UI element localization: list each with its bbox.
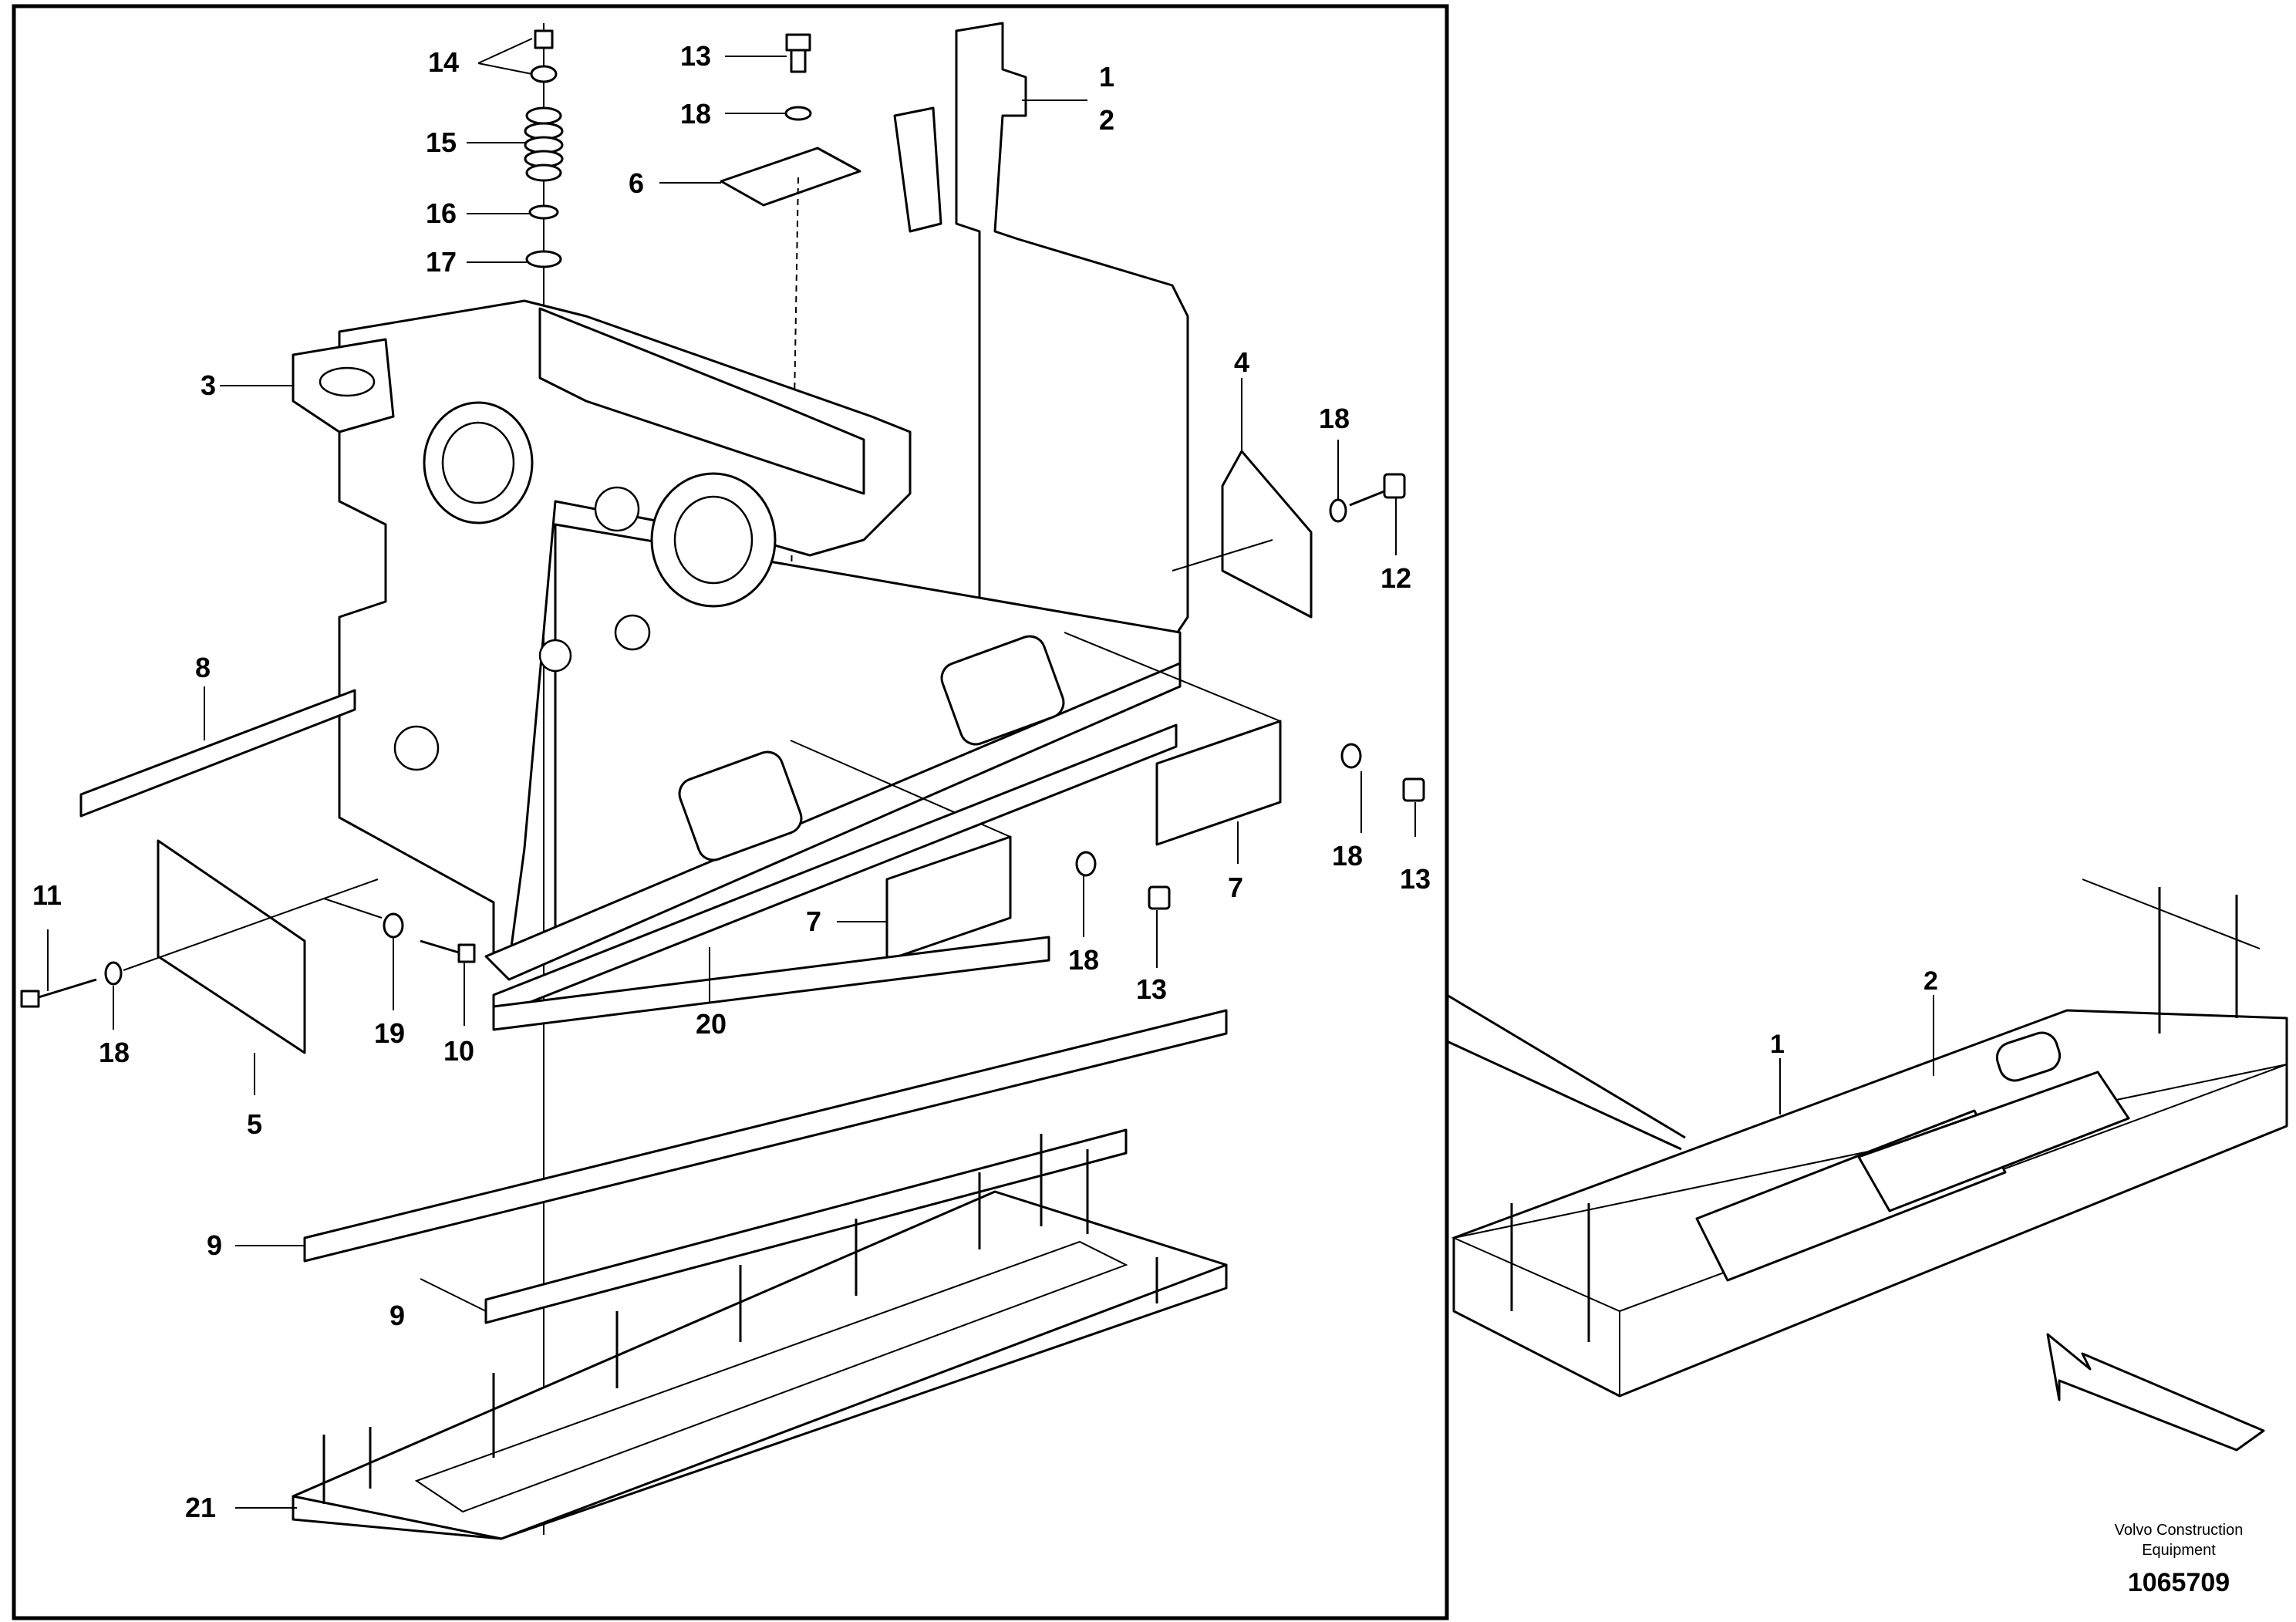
callout-5: 5 xyxy=(247,1108,262,1140)
callout-16: 16 xyxy=(426,197,457,229)
footer: Volvo Construction Equipment 1065709 xyxy=(2115,1522,2244,1597)
callout-9-upper: 9 xyxy=(207,1229,222,1261)
callout-3: 3 xyxy=(201,369,216,401)
callout-18-upper-right: 18 xyxy=(1332,840,1363,872)
fastener-stack xyxy=(524,29,564,268)
right-bolt xyxy=(1329,473,1406,523)
seal-strip-9-upper xyxy=(303,1009,1228,1263)
callout-21: 21 xyxy=(185,1492,216,1523)
drawing-number: 1065709 xyxy=(2128,1568,2230,1597)
callout-12: 12 xyxy=(1381,562,1411,594)
view-direction-arrow xyxy=(2046,1333,2265,1452)
callout-13-top: 13 xyxy=(680,40,711,72)
seal-strip-9-lower xyxy=(484,1128,1128,1324)
side-cover-plate xyxy=(157,839,306,1054)
main-view-frame xyxy=(12,4,1449,1620)
callout-15: 15 xyxy=(426,126,457,158)
callout-7-lower: 7 xyxy=(806,905,821,937)
mounting-bracket xyxy=(1221,450,1313,619)
callout-14: 14 xyxy=(428,46,459,78)
inset-callout-1: 1 xyxy=(1770,1030,1785,1059)
inset-callout-2: 2 xyxy=(1923,966,1938,996)
callout-9-lower: 9 xyxy=(389,1300,405,1331)
callout-1: 1 xyxy=(1099,61,1114,93)
main-view xyxy=(20,22,1425,1540)
callout-10: 10 xyxy=(443,1035,474,1067)
machine-locator xyxy=(1451,878,2288,1398)
company-name-line1: Volvo Construction xyxy=(2115,1522,2244,1539)
callout-8: 8 xyxy=(195,652,211,683)
company-name-line2: Equipment xyxy=(2142,1542,2216,1559)
callout-6: 6 xyxy=(629,167,644,199)
access-cover-upper xyxy=(1155,720,1282,846)
callout-13-lower: 13 xyxy=(1136,973,1167,1005)
callout-11: 11 xyxy=(32,879,62,911)
callout-17: 17 xyxy=(426,246,457,278)
frame-housing xyxy=(338,22,1189,981)
cover-plate xyxy=(720,147,861,207)
callout-18-left: 18 xyxy=(99,1037,130,1068)
callout-19: 19 xyxy=(374,1017,405,1049)
access-cover-lower xyxy=(885,835,1012,962)
leader-lines xyxy=(47,38,1416,1509)
seal-strip-8 xyxy=(79,689,356,818)
callout-18-right: 18 xyxy=(1319,403,1350,434)
seal-strip-20b xyxy=(492,936,1050,1031)
callout-20: 20 xyxy=(696,1008,727,1040)
base-plate xyxy=(292,1134,1228,1540)
callout-4: 4 xyxy=(1234,346,1249,378)
callout-13-upper-right: 13 xyxy=(1400,863,1431,895)
center-bolt xyxy=(323,898,476,963)
callout-7-upper: 7 xyxy=(1228,872,1243,903)
left-bolt xyxy=(20,878,379,1008)
callout-18-top: 18 xyxy=(680,98,711,130)
top-bolt xyxy=(784,33,812,121)
inset-view: 1 2 xyxy=(1446,878,2288,1452)
main-callouts: 14 15 16 17 13 18 6 1 2 3 4 18 12 8 18 1… xyxy=(32,40,1431,1523)
callout-18-lower: 18 xyxy=(1068,944,1099,976)
callout-2: 2 xyxy=(1099,104,1114,136)
